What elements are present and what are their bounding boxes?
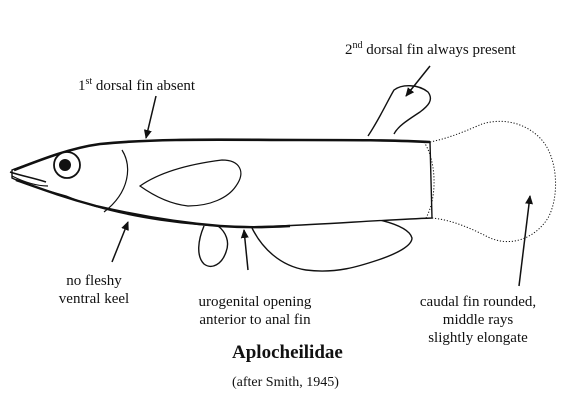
label-urogenital: urogenital opening anterior to anal fin	[175, 293, 335, 329]
arrow-first-dorsal	[146, 96, 156, 138]
pelvic-fin	[199, 226, 228, 266]
label-ventral-keel-line1: no fleshy	[34, 272, 154, 290]
label-first-dorsal-text: dorsal fin absent	[92, 78, 195, 94]
arrow-urogenital	[244, 230, 248, 270]
label-caudal: caudal fin rounded, middle rays slightly…	[398, 293, 558, 347]
label-first-dorsal-num: 1	[78, 78, 86, 94]
second-dorsal-fin	[368, 86, 430, 136]
label-caudal-line1: caudal fin rounded,	[398, 293, 558, 311]
family-title: Aplocheilidae	[232, 344, 343, 362]
label-second-dorsal: 2nd dorsal fin always present	[345, 41, 516, 59]
pupil	[59, 159, 71, 171]
arrow-ventral-keel	[112, 222, 128, 262]
label-second-dorsal-text: dorsal fin always present	[363, 42, 516, 58]
label-second-dorsal-num: 2	[345, 42, 353, 58]
label-urogenital-line2: anterior to anal fin	[175, 311, 335, 329]
label-urogenital-line1: urogenital opening	[175, 293, 335, 311]
label-ventral-keel-line2: ventral keel	[34, 290, 154, 308]
label-caudal-line2: middle rays	[398, 311, 558, 329]
label-first-dorsal: 1st dorsal fin absent	[78, 77, 195, 95]
caudal-fin	[430, 121, 556, 241]
label-caudal-line3: slightly elongate	[398, 329, 558, 347]
figure-credit: (after Smith, 1945)	[232, 374, 339, 392]
label-second-dorsal-sup: nd	[353, 40, 363, 51]
label-ventral-keel: no fleshy ventral keel	[34, 272, 154, 308]
